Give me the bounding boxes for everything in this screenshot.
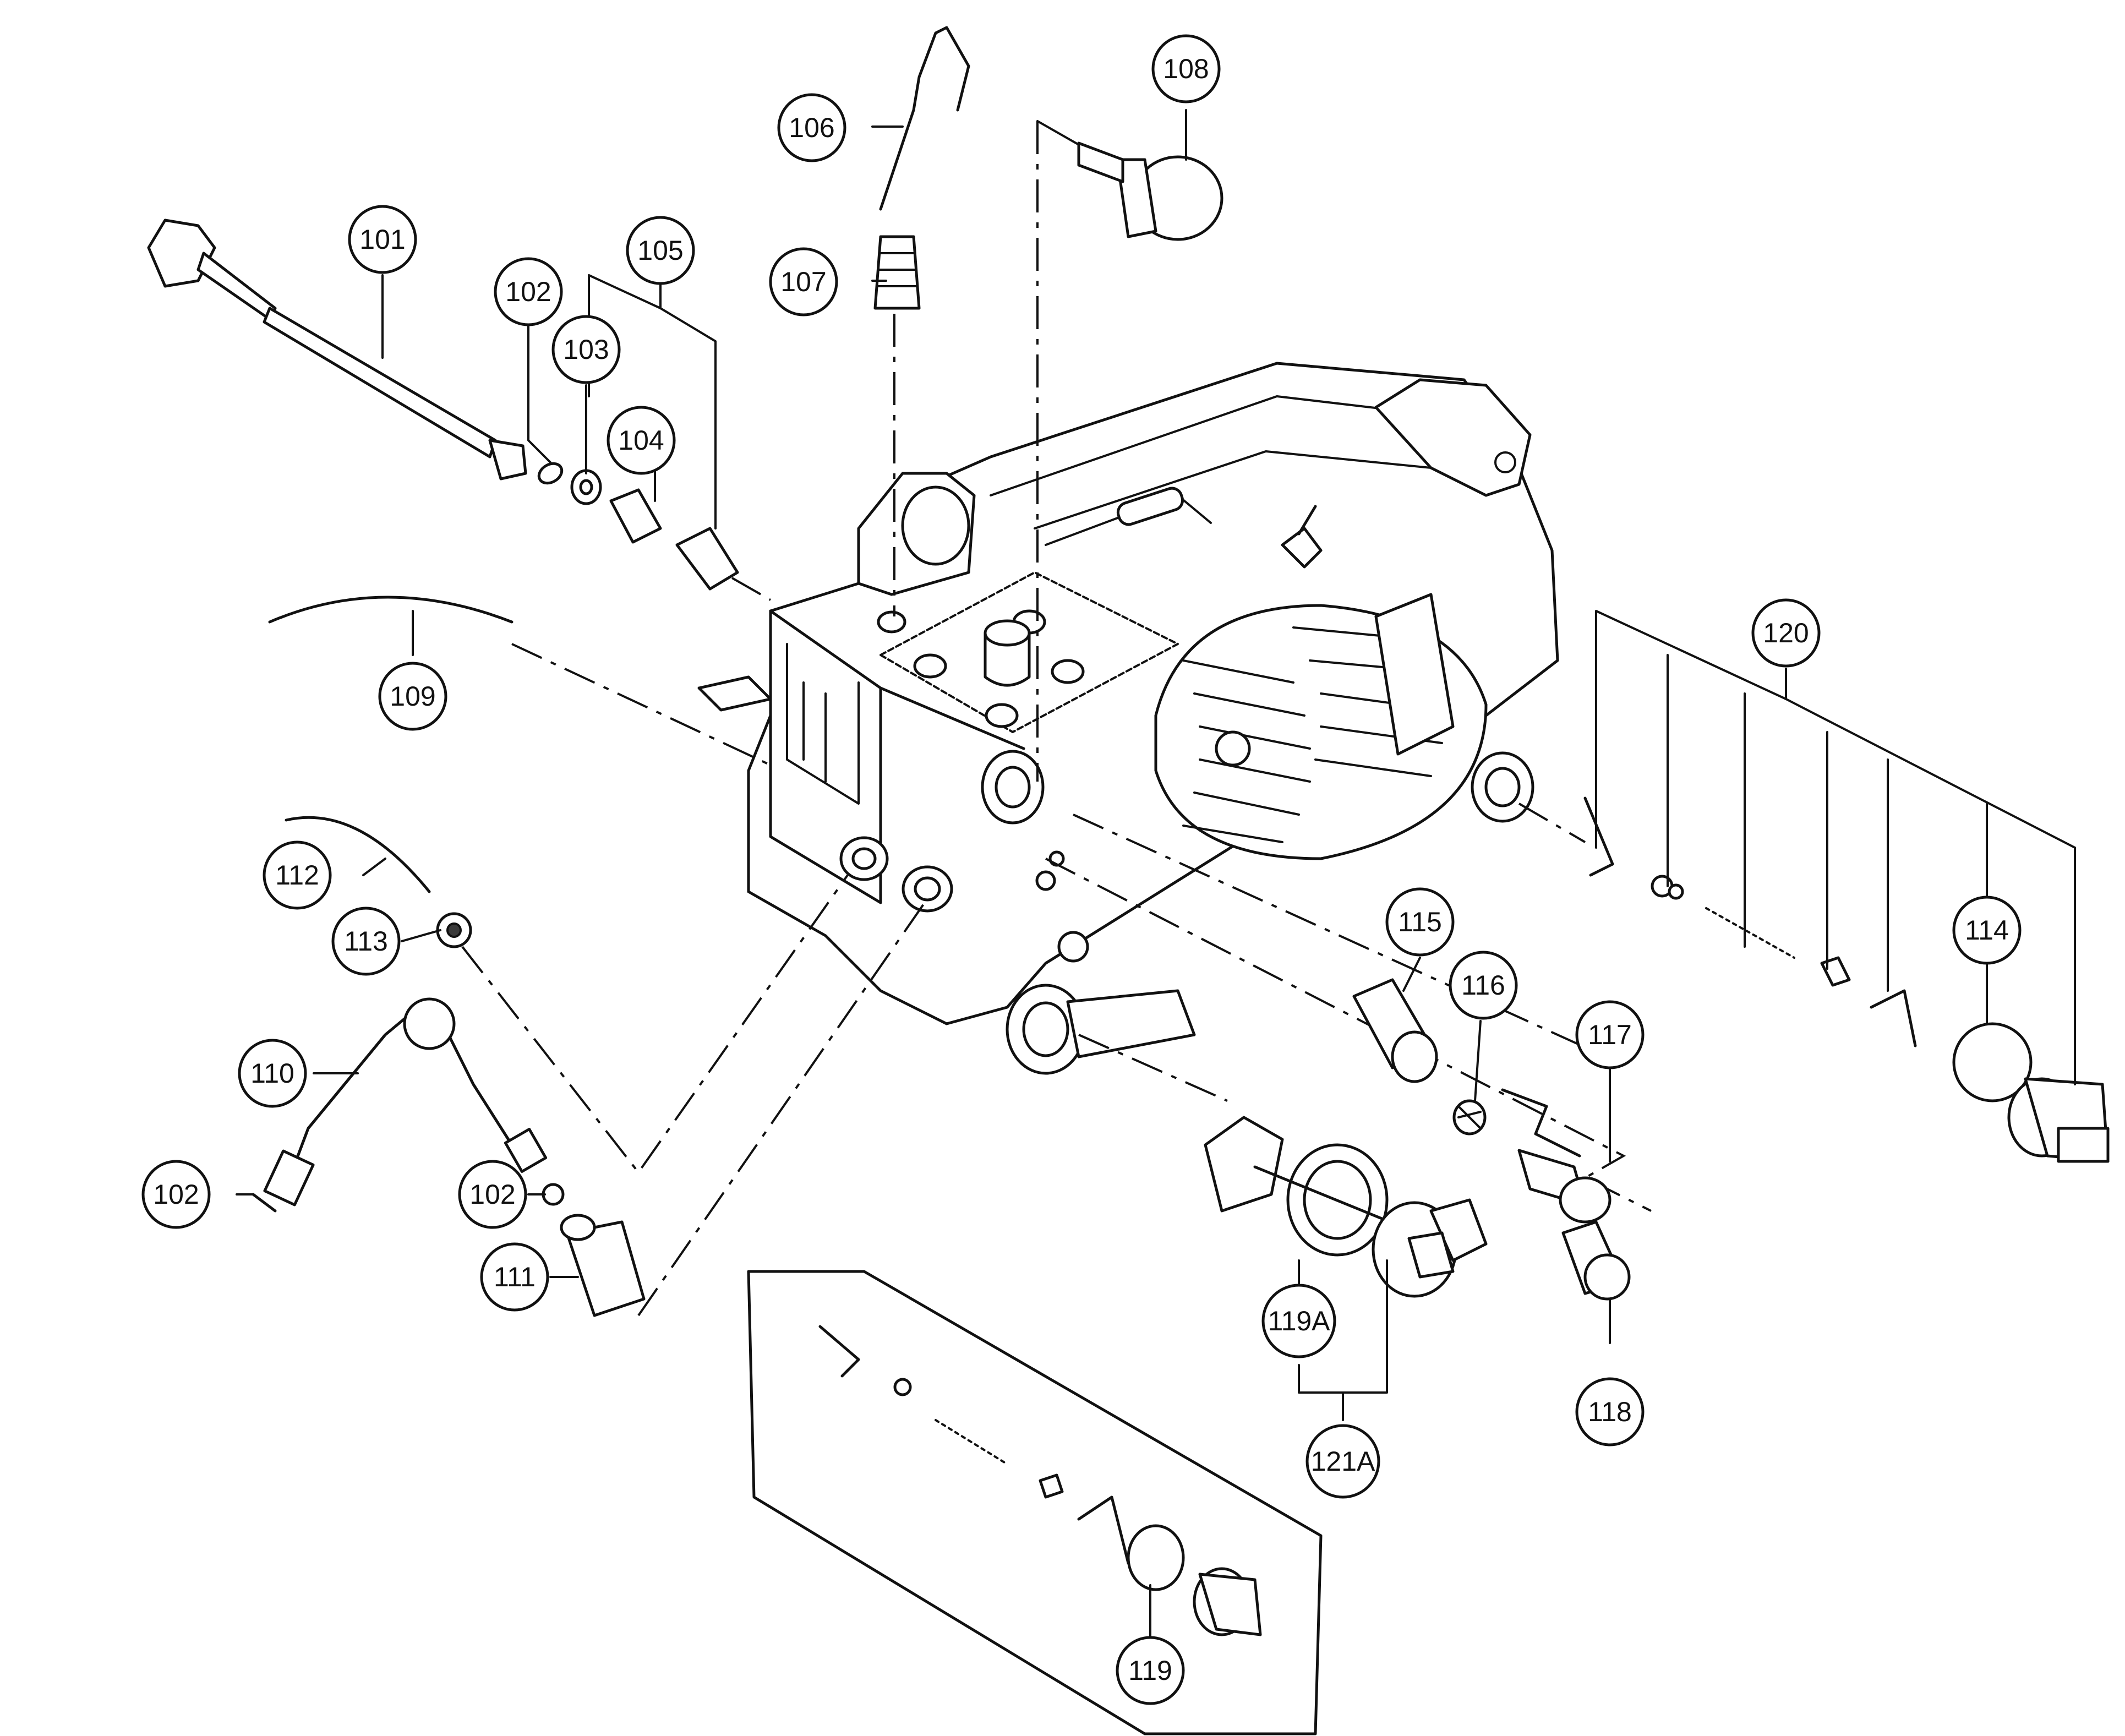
assembly-lines bbox=[461, 120, 1652, 1317]
part-107-bellows bbox=[873, 235, 921, 310]
callout-113: 113 bbox=[331, 907, 401, 976]
callout-120: 120 bbox=[1751, 598, 1821, 668]
callout-label: 121A bbox=[1311, 1446, 1375, 1477]
callout-104: 104 bbox=[607, 406, 676, 475]
callout-label: 107 bbox=[780, 266, 826, 297]
part-102-clip bbox=[252, 1193, 277, 1213]
part-111-filter bbox=[560, 1214, 646, 1317]
callout-108: 108 bbox=[1151, 34, 1221, 103]
callout-119A: 119A bbox=[1261, 1284, 1336, 1358]
callout-label: 109 bbox=[390, 681, 435, 712]
part-119A-cap-assembly bbox=[1204, 1116, 1488, 1298]
callout-118: 118 bbox=[1575, 1377, 1645, 1446]
part-108-primer bbox=[1077, 141, 1223, 241]
callout-114: 114 bbox=[1952, 896, 2022, 965]
callout-label: 102 bbox=[469, 1179, 515, 1210]
part-110-pipe bbox=[263, 997, 548, 1207]
callout-label: 117 bbox=[1588, 1019, 1632, 1050]
callout-116: 116 bbox=[1449, 951, 1518, 1020]
callout-111: 111 bbox=[480, 1242, 549, 1312]
callout-label: 102 bbox=[153, 1179, 199, 1210]
callout-117: 117 bbox=[1575, 1000, 1645, 1069]
part-109-hose bbox=[268, 596, 514, 624]
callout-109: 109 bbox=[378, 662, 447, 731]
part-118-plug bbox=[1561, 1220, 1631, 1301]
part-114-oring bbox=[1952, 1022, 2033, 1102]
callout-102: 102 bbox=[141, 1160, 211, 1229]
part-112-hose bbox=[285, 816, 431, 893]
callout-102: 102 bbox=[494, 257, 563, 326]
callout-label: 106 bbox=[789, 112, 834, 143]
callout-121A: 121A bbox=[1305, 1424, 1380, 1499]
part-104-sleeve bbox=[609, 488, 662, 544]
callout-label: 101 bbox=[359, 224, 405, 255]
part-113-fitting bbox=[436, 912, 472, 948]
callout-107: 107 bbox=[769, 247, 838, 316]
crankcase-body bbox=[697, 362, 1559, 1075]
callout-label: 104 bbox=[618, 425, 664, 456]
callout-label: 110 bbox=[250, 1058, 294, 1089]
callout-label: 113 bbox=[344, 926, 388, 957]
callout-106: 106 bbox=[777, 93, 846, 162]
callout-label: 108 bbox=[1163, 53, 1209, 84]
part-105-pin bbox=[675, 527, 739, 591]
callout-label: 120 bbox=[1763, 618, 1809, 648]
inset-kit-119 bbox=[747, 1270, 1323, 1735]
callout-label: 103 bbox=[563, 334, 609, 365]
callout-110: 110 bbox=[238, 1039, 307, 1108]
part-101-rod bbox=[147, 219, 527, 481]
part-117-lever bbox=[1501, 1088, 1611, 1224]
callout-label: 112 bbox=[275, 860, 319, 891]
callout-105: 105 bbox=[626, 216, 695, 285]
callout-label: 116 bbox=[1461, 970, 1505, 1001]
callout-103: 103 bbox=[551, 315, 621, 384]
callout-119: 119 bbox=[1116, 1636, 1185, 1705]
part-115-cap bbox=[1352, 978, 1438, 1083]
callout-label: 114 bbox=[1965, 915, 2009, 946]
callout-label: 111 bbox=[494, 1262, 536, 1292]
part-116-spring bbox=[1452, 1099, 1487, 1136]
callout-label: 102 bbox=[505, 276, 551, 307]
part-106-wire bbox=[879, 26, 970, 211]
part-120-valve-kit bbox=[1583, 796, 1917, 1047]
callout-label: 115 bbox=[1398, 907, 1442, 937]
callout-112: 112 bbox=[263, 840, 332, 910]
part-103-washer bbox=[570, 469, 602, 505]
callout-label: 119 bbox=[1128, 1655, 1172, 1686]
callout-102: 102 bbox=[458, 1160, 527, 1229]
part-114-plug bbox=[2007, 1077, 2110, 1163]
callout-101: 101 bbox=[348, 205, 417, 274]
callout-label: 119A bbox=[1268, 1306, 1330, 1336]
callout-115: 115 bbox=[1385, 887, 1455, 957]
callout-label: 105 bbox=[637, 235, 683, 266]
part-102-ring bbox=[537, 462, 564, 485]
callout-label: 118 bbox=[1588, 1396, 1632, 1427]
part-102-ball bbox=[542, 1183, 565, 1206]
